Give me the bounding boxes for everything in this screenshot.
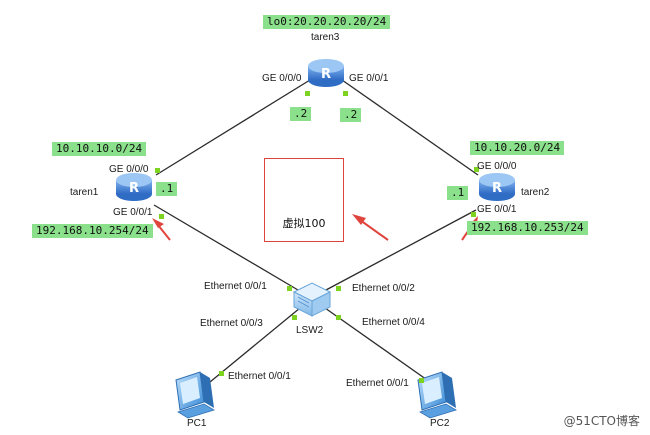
port-dot	[419, 378, 424, 383]
taren1-ip-tag: 192.168.10.254/24	[32, 224, 153, 238]
taren2-if0-label: GE 0/0/0	[477, 161, 517, 172]
svg-text:R: R	[129, 181, 139, 196]
svg-text:R: R	[492, 181, 502, 196]
taren2-ip-tag: 192.168.10.253/24	[467, 221, 588, 235]
links	[153, 79, 479, 383]
taren3-if1-label: GE 0/0/1	[349, 73, 389, 84]
port-dot	[155, 168, 160, 173]
link-taren1-taren3	[155, 79, 311, 176]
arrow-to-taren1-ge001	[152, 218, 171, 241]
arrow-to-virtual	[352, 214, 389, 241]
lsw2-name: LSW2	[296, 325, 324, 336]
virtual-router-label: 虚拟100	[282, 217, 326, 230]
lsw2-port2-label: Ethernet 0/0/2	[352, 283, 415, 294]
port-dot	[305, 91, 310, 96]
pc2-port-label: Ethernet 0/0/1	[346, 378, 409, 389]
port-dot	[219, 371, 224, 376]
router-taren3-icon[interactable]: R	[308, 59, 344, 87]
virtual-router-box: 虚拟100	[264, 158, 344, 242]
watermark: @51CTO博客	[563, 414, 640, 428]
pc2-name: PC2	[430, 418, 450, 429]
router-taren1-icon[interactable]: R	[116, 173, 152, 201]
taren1-name: taren1	[70, 187, 99, 198]
link-taren3-taren2	[341, 79, 479, 176]
link-lsw2-pc2	[324, 307, 431, 383]
pc2-icon[interactable]	[417, 371, 457, 419]
svg-text:R: R	[321, 67, 331, 82]
pc1-port-label: Ethernet 0/0/1	[228, 371, 291, 382]
link-ip-tag: .1	[156, 182, 178, 196]
pc1-name: PC1	[187, 418, 207, 429]
port-dot	[159, 214, 164, 219]
taren1-network-tag: 10.10.10.0/24	[52, 142, 147, 156]
taren3-if0-label: GE 0/0/0	[262, 73, 302, 84]
router-taren2-icon[interactable]: R	[479, 173, 515, 201]
taren1-if0-label: GE 0/0/0	[109, 164, 149, 175]
link-lsw2-pc1	[209, 307, 301, 383]
link-ip-tag: .1	[447, 186, 469, 200]
lsw2-port1-label: Ethernet 0/0/1	[204, 281, 267, 292]
lsw2-port3-label: Ethernet 0/0/3	[200, 318, 263, 329]
link-taren2-lsw2	[325, 209, 477, 291]
taren2-name: taren2	[521, 187, 550, 198]
link-ip-tag: .2	[340, 108, 362, 122]
port-dot	[336, 315, 341, 320]
port-dot	[292, 315, 297, 320]
lsw2-port4-label: Ethernet 0/0/4	[362, 317, 425, 328]
taren3-name: taren3	[311, 32, 340, 43]
port-dot	[471, 212, 476, 217]
port-dot	[474, 167, 479, 172]
switch-lsw2-icon[interactable]	[292, 282, 332, 317]
pc1-icon[interactable]	[175, 371, 215, 419]
taren2-if1-label: GE 0/0/1	[477, 204, 517, 215]
taren2-network-tag: 10.10.20.0/24	[470, 141, 565, 155]
port-dot	[343, 91, 348, 96]
link-taren1-lsw2	[153, 204, 299, 291]
taren1-if1-label: GE 0/0/1	[113, 207, 153, 218]
taren3-loopback-tag: lo0:20.20.20.20/24	[263, 15, 391, 29]
link-ip-tag: .2	[290, 107, 312, 121]
port-dot	[336, 286, 341, 291]
port-dot	[287, 286, 292, 291]
